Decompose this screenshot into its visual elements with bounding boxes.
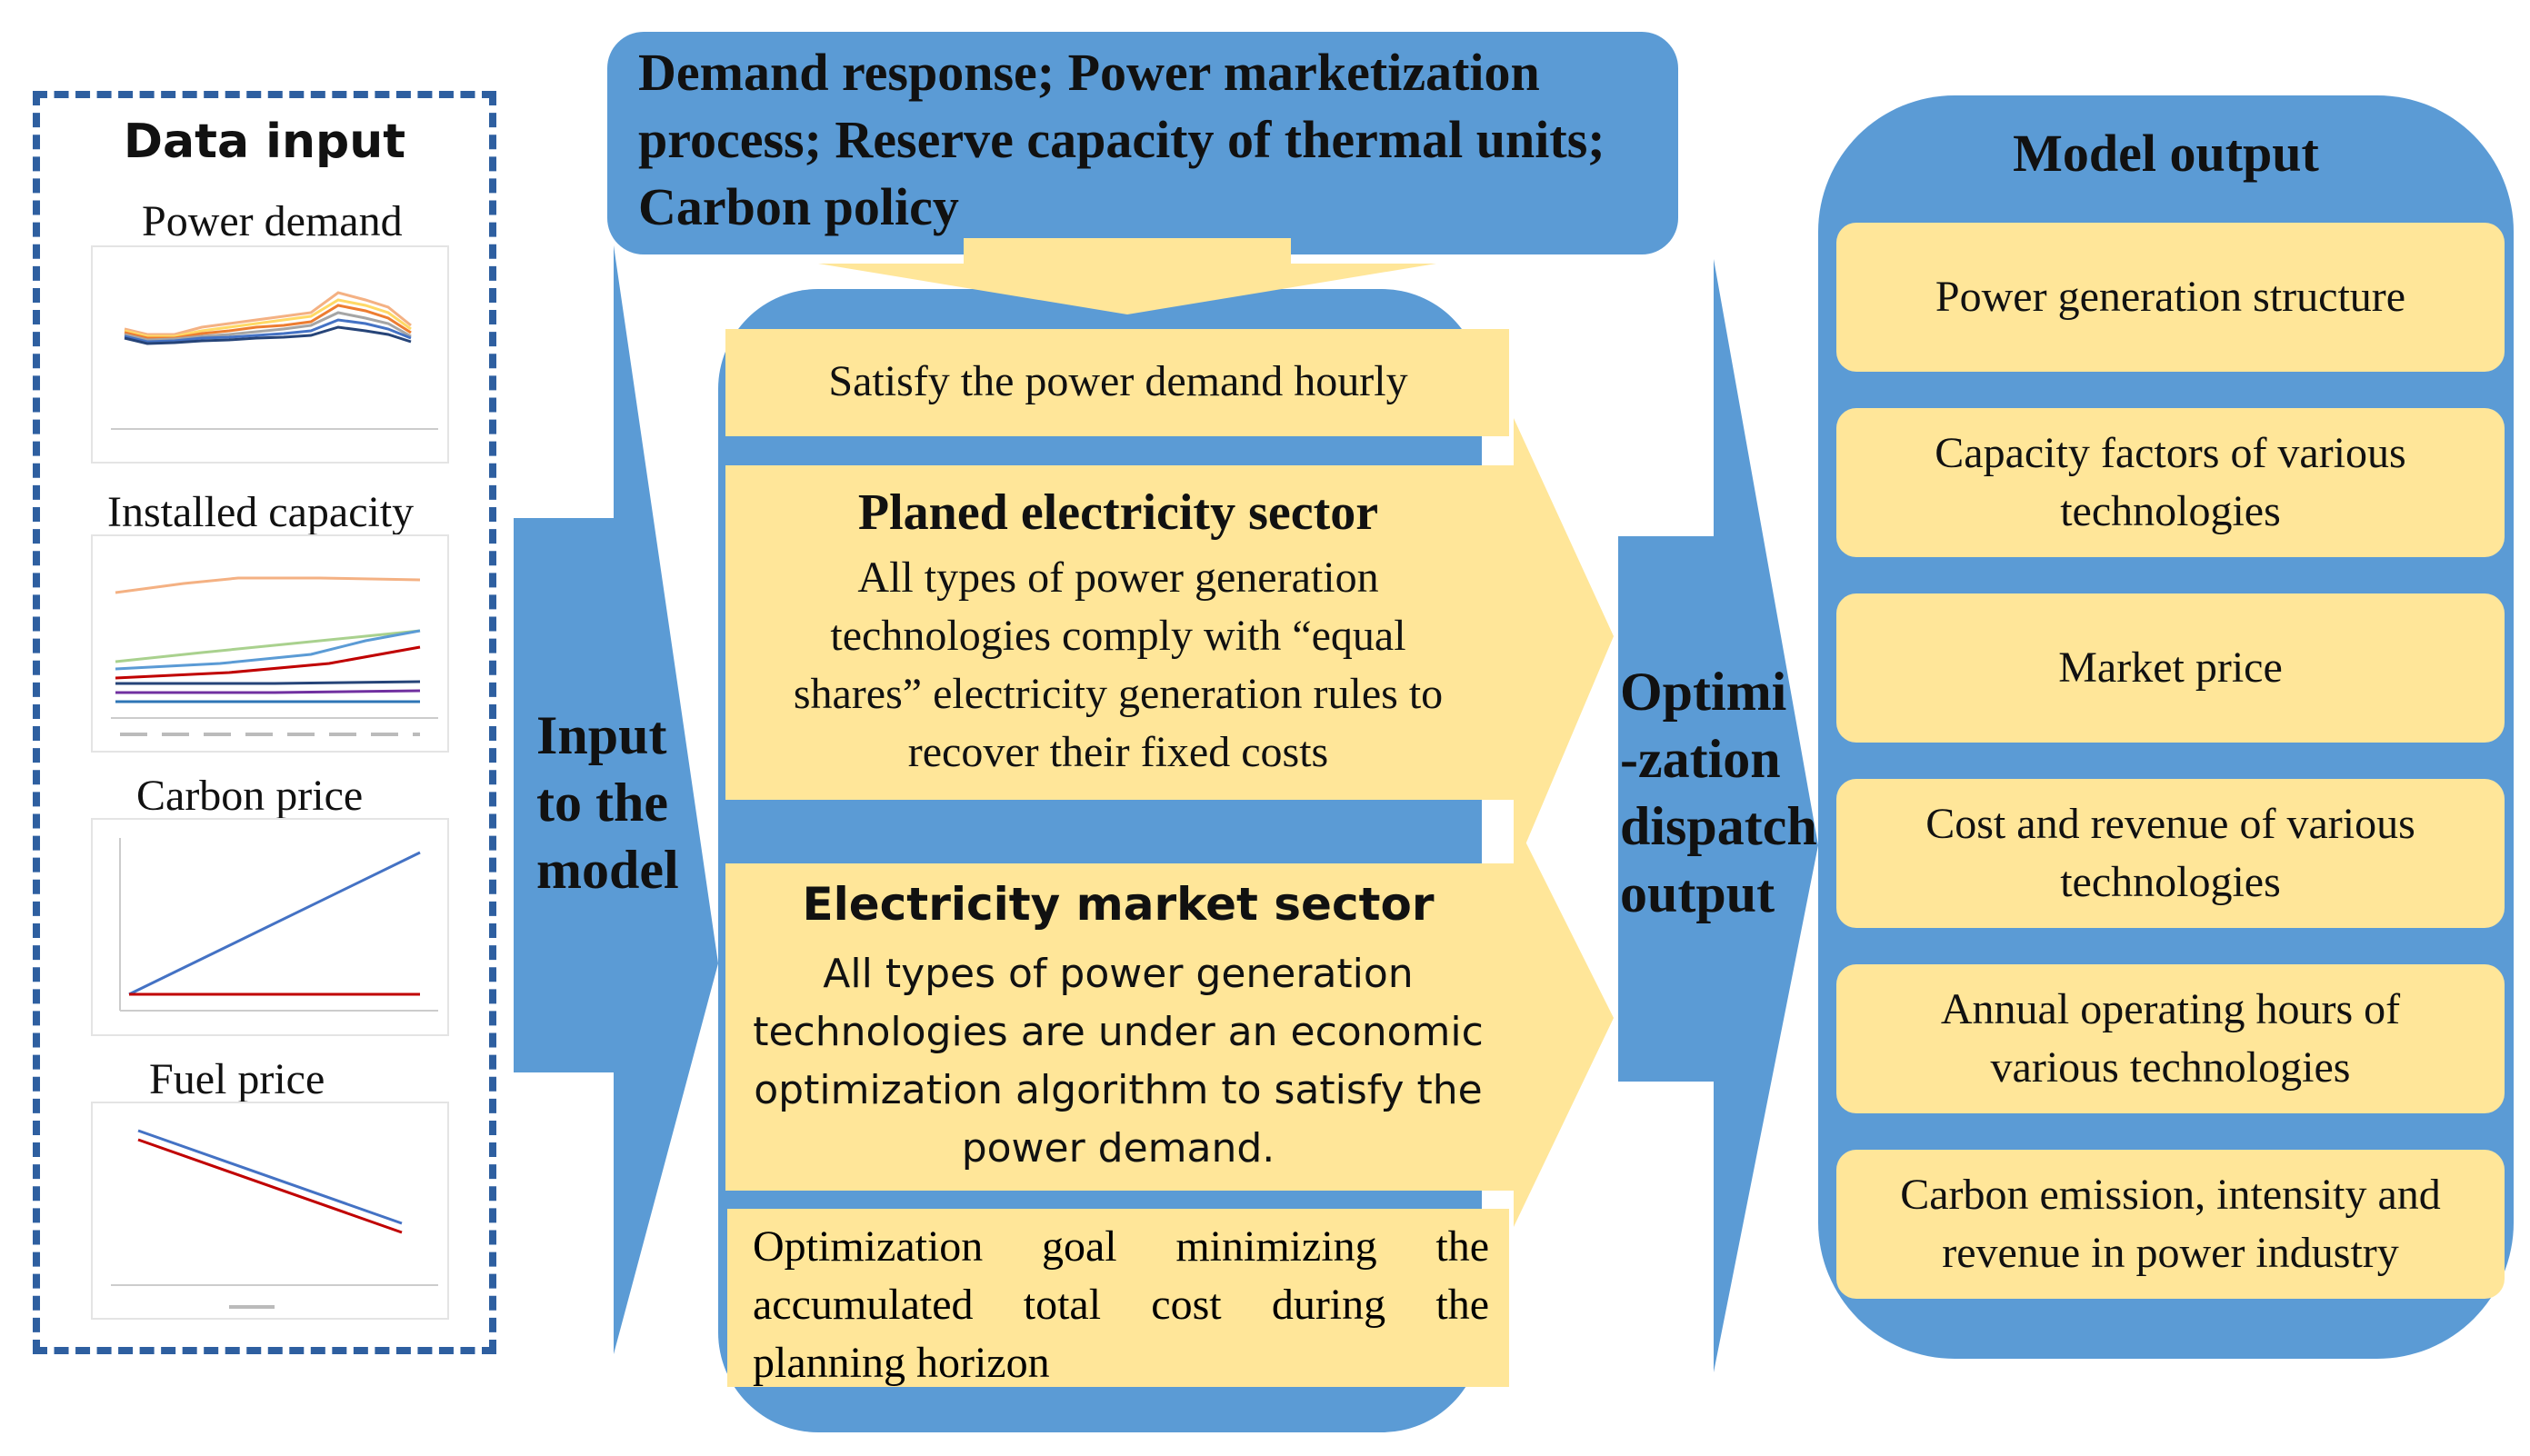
policy-banner: Demand response; Power marketization pro… [607,32,1678,254]
data-input-panel: Data input Power demand Installed capaci… [33,91,496,1354]
output-item-carbon-emission: Carbon emission, intensity and revenue i… [1836,1150,2505,1299]
installed-capacity-label: Installed capacity [107,488,415,536]
planned-sector-title: Planed electricity sector [857,484,1379,541]
policy-text: Demand response; Power marketization pro… [638,43,1605,236]
output-item-cost-revenue: Cost and revenue of various technologies [1836,779,2505,928]
carbon-price-label: Carbon price [136,772,364,820]
planned-sector-body: All types of power generation technologi… [793,553,1444,776]
market-sector-title: Electricity market sector [802,878,1435,931]
goal-box [727,1209,1509,1387]
model-output-panel: Model output Power generation structure … [1818,95,2514,1359]
installed-capacity-chart-icon [91,534,449,753]
market-sector-shape [725,818,1614,1227]
optimization-goal-text: Optimization goal minimizing the accumul… [753,1222,1489,1387]
output-item-generation-structure: Power generation structure [1836,223,2505,372]
fuel-price-chart-icon [91,1102,449,1320]
planned-sector-shape [725,418,1614,873]
model-output-title: Model output [2013,124,2319,183]
carbon-price-chart-icon [91,818,449,1036]
market-sector-body: All types of power generation technologi… [753,951,1484,1172]
satisfy-box [725,329,1509,436]
banner-down-arrow [818,238,1436,314]
output-item-market-price: Market price [1836,593,2505,743]
power-demand-chart-icon [91,245,449,464]
data-input-title: Data input [123,115,406,169]
input-arrow-shape [514,245,718,1354]
dispatch-arrow-shape [1618,259,1818,1372]
output-item-operating-hours: Annual operating hours of various techno… [1836,964,2505,1113]
output-item-capacity-factors: Capacity factors of various technologies [1836,408,2505,557]
satisfy-demand-text: Satisfy the power demand hourly [828,357,1408,405]
dispatch-arrow-label: Optimi -zation dispatch output [1620,662,1817,923]
fuel-price-label: Fuel price [149,1055,325,1103]
input-arrow-label: Input to the model [536,705,679,900]
power-demand-label: Power demand [142,197,403,245]
